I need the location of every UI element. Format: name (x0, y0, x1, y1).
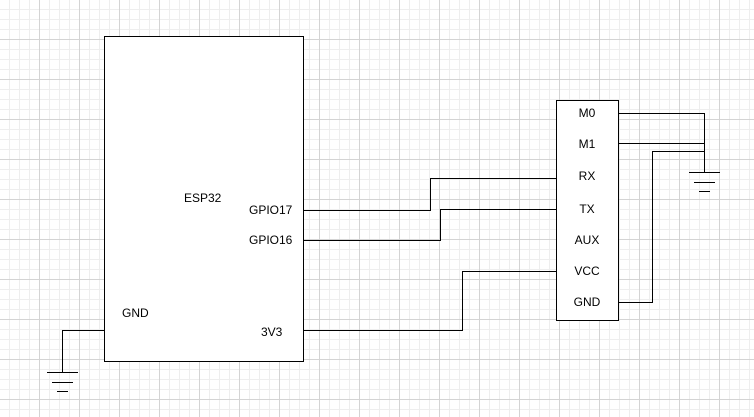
module-pin-rx: RX (579, 169, 596, 183)
module-pin-tx: TX (579, 202, 594, 216)
module-pin-vcc: VCC (574, 264, 600, 278)
ground-icon (689, 172, 720, 192)
module-pin-m1: M1 (579, 137, 596, 151)
module-pin-m0: M0 (579, 106, 596, 120)
module-pin-gnd: GND (574, 295, 601, 309)
wire-3v3-vcc[interactable] (304, 271, 556, 331)
esp32-pin-gpio17: GPIO17 (249, 203, 293, 217)
esp32-pin-gnd: GND (122, 306, 149, 320)
module-block[interactable] (556, 100, 619, 321)
esp32-pin-3v3: 3V3 (261, 325, 283, 339)
wire-gpio17-rx[interactable] (304, 178, 556, 211)
wire-esp32-gnd[interactable] (62, 330, 105, 373)
esp32-title: ESP32 (184, 191, 222, 205)
esp32-block[interactable] (104, 36, 304, 362)
module-pin-aux: AUX (575, 233, 600, 247)
esp32-pin-gpio16: GPIO16 (249, 233, 293, 247)
ground-icon (47, 372, 78, 392)
wire-gnd-ground[interactable] (619, 151, 705, 303)
wire-m0-ground[interactable] (619, 113, 705, 173)
wire-gpio16-tx[interactable] (304, 209, 556, 241)
